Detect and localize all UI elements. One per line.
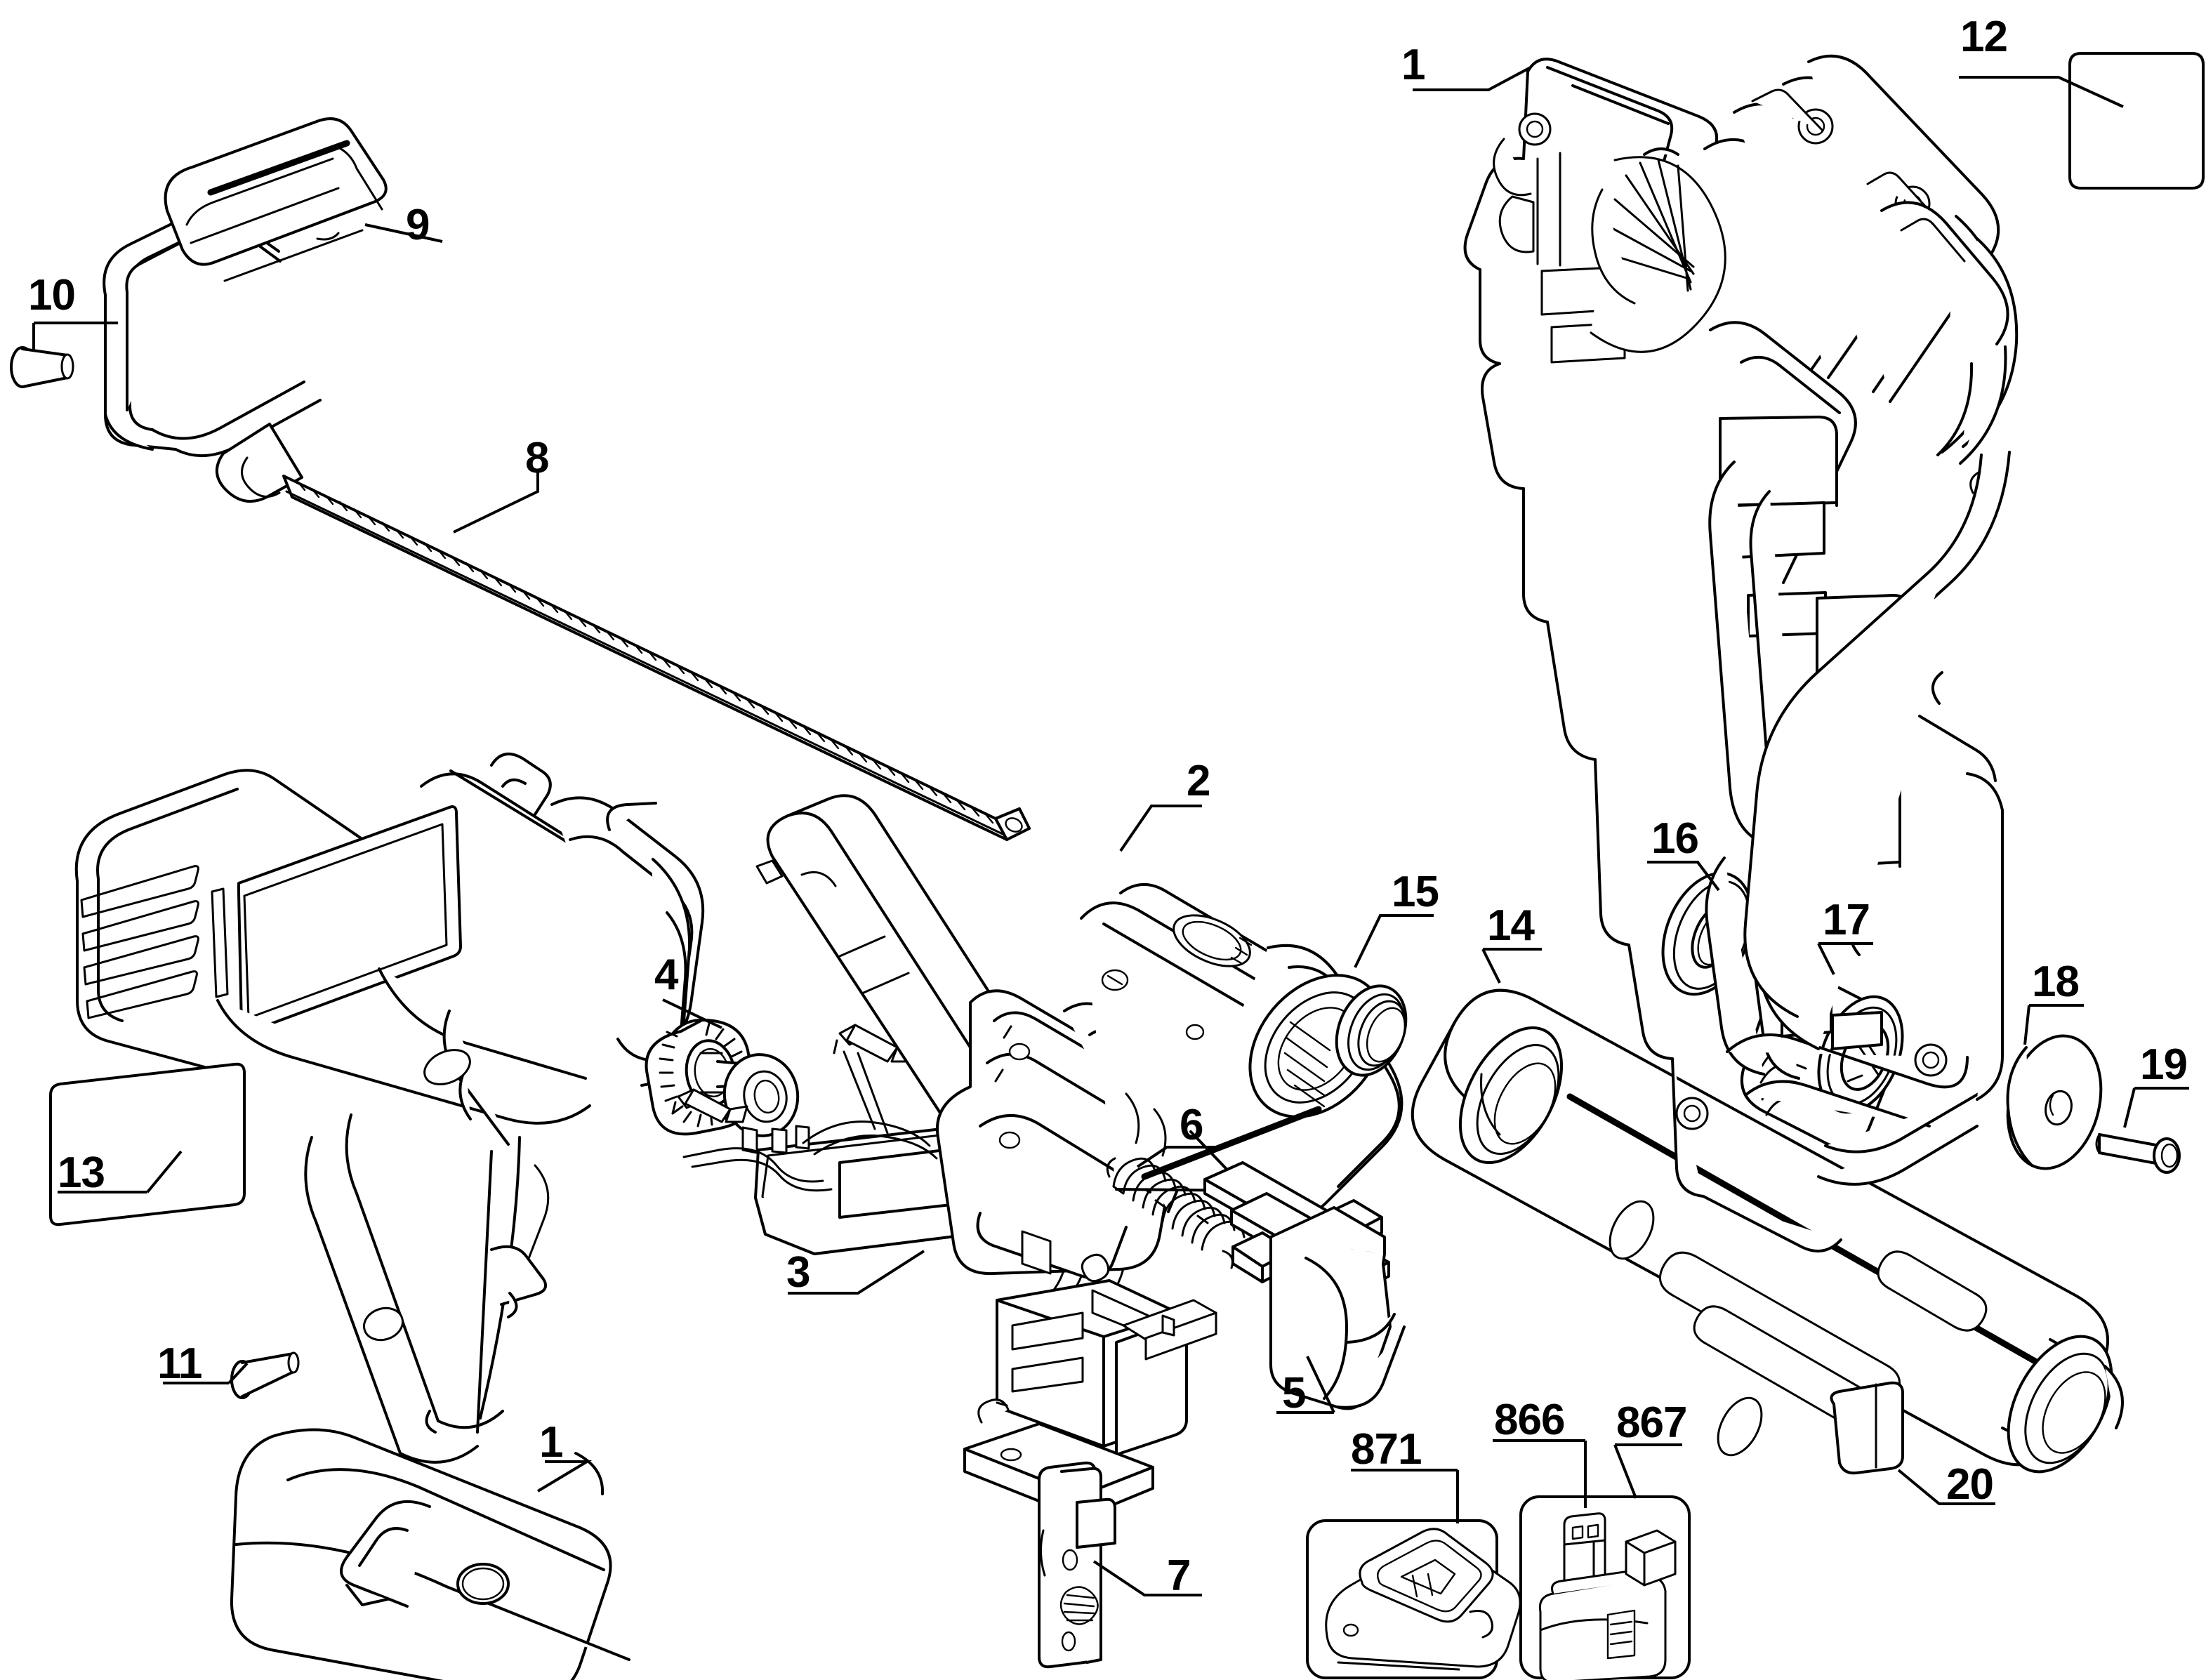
part-housing-half-left xyxy=(74,752,705,1680)
part-barrel-half-sleeve xyxy=(1411,988,2124,1474)
callout-867: 867 xyxy=(1616,1398,1687,1447)
callout-8: 8 xyxy=(525,434,549,482)
callout-17: 17 xyxy=(1823,896,1870,944)
callout-19: 19 xyxy=(2140,1040,2188,1089)
callout-5: 5 xyxy=(1282,1369,1306,1417)
part-battery-charger xyxy=(1306,1519,1521,1679)
callout-866: 866 xyxy=(1494,1396,1565,1444)
callout-12: 12 xyxy=(1960,13,2008,61)
callout-2: 2 xyxy=(1187,757,1210,805)
callout-13: 13 xyxy=(58,1149,105,1197)
callout-9: 9 xyxy=(406,201,430,249)
callout-14: 14 xyxy=(1487,901,1535,950)
callout-10: 10 xyxy=(28,271,76,319)
callout-18: 18 xyxy=(2032,958,2080,1006)
callout-4: 4 xyxy=(654,951,678,999)
callout-1-top: 1 xyxy=(1401,41,1425,89)
part-release-latch-lever xyxy=(1038,1461,1116,1669)
part-nameplate-label-right xyxy=(2068,52,2205,190)
callout-16: 16 xyxy=(1651,814,1699,863)
part-plunger-disc-washer xyxy=(2006,1034,2103,1170)
part-trigger-switch-module xyxy=(963,1279,1217,1519)
callout-3: 3 xyxy=(786,1248,810,1297)
part-handle-grip-assembly xyxy=(10,117,388,503)
callout-11: 11 xyxy=(157,1340,203,1388)
part-toothed-drive-rack-rod xyxy=(282,475,1031,841)
callout-871: 871 xyxy=(1351,1425,1422,1474)
callout-7: 7 xyxy=(1167,1552,1191,1600)
callout-20: 20 xyxy=(1946,1460,1994,1509)
callout-15: 15 xyxy=(1392,868,1439,916)
part-compression-spring xyxy=(1106,1157,1246,1269)
part-housing-screw xyxy=(230,1351,300,1399)
part-plunger-rod-clamp xyxy=(1203,1161,1406,1410)
callout-6: 6 xyxy=(1180,1101,1203,1149)
part-housing-half-right xyxy=(1463,54,2019,1252)
part-handle-pin xyxy=(10,346,74,388)
part-battery-pack-group xyxy=(1519,1495,1691,1680)
callout-leader-lines xyxy=(32,66,2189,1596)
part-gearbox-drive-assembly xyxy=(755,794,1403,1283)
part-plunger-rod-pin xyxy=(2095,1133,2181,1174)
part-seal-ring-collar xyxy=(1335,984,1408,1077)
part-nameplate-label-left xyxy=(49,1062,246,1226)
callout-1-bottom: 1 xyxy=(539,1418,563,1467)
part-barrel-clip xyxy=(1830,1381,1904,1475)
pcb-terminal-left xyxy=(671,1088,748,1123)
